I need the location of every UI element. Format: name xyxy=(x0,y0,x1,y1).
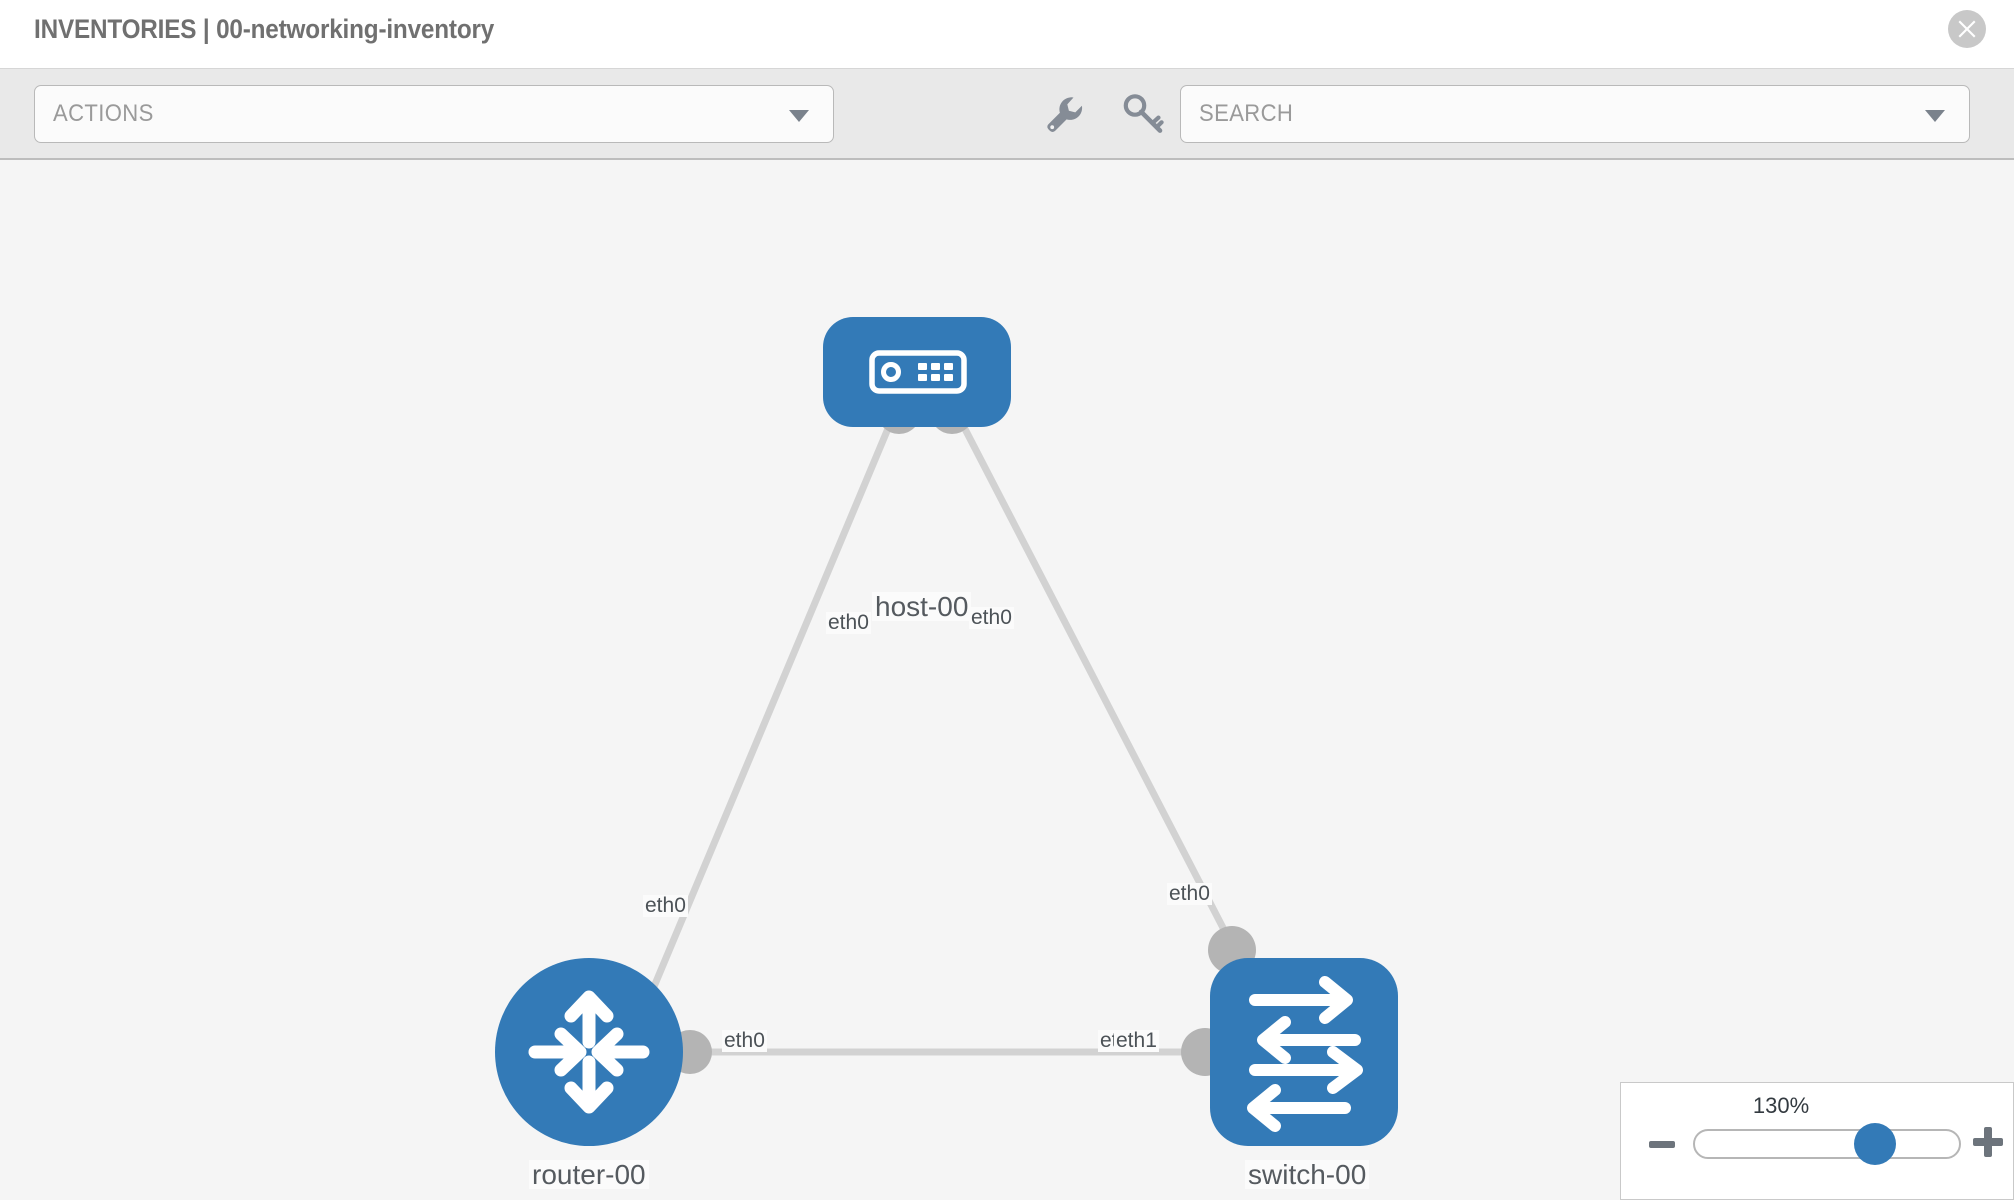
port-layer xyxy=(668,390,1256,1076)
port-label-router-right: eth0 xyxy=(722,1029,767,1053)
key-icon[interactable] xyxy=(1120,91,1166,137)
search-placeholder: SEARCH xyxy=(1199,100,1294,127)
actions-dropdown-label: ACTIONS xyxy=(53,100,154,127)
zoom-slider-thumb[interactable] xyxy=(1854,1123,1896,1165)
toolbar-icon-group xyxy=(1040,91,1166,137)
search-input[interactable]: SEARCH xyxy=(1180,85,1970,143)
chevron-down-icon xyxy=(1925,110,1945,122)
topology-graph xyxy=(495,317,1398,1146)
edge-layer xyxy=(636,398,1254,1056)
node-label-host-00: host-00 xyxy=(872,592,972,621)
actions-dropdown[interactable]: ACTIONS xyxy=(34,85,834,143)
switch-arrows-icon xyxy=(1247,976,1363,1132)
topology-canvas[interactable]: host-00 router-00 switch-00 eth0 eth0 et… xyxy=(0,160,2014,1200)
zoom-control-panel: 130% xyxy=(1620,1082,2014,1200)
port-label-switch-up: eth0 xyxy=(1167,882,1212,906)
port-label-host-left: eth0 xyxy=(826,611,871,635)
node-label-switch-00: switch-00 xyxy=(1245,1160,1370,1189)
router-arrows-icon xyxy=(528,990,650,1114)
page-title: INVENTORIES | 00-networking-inventory xyxy=(34,14,495,44)
close-icon[interactable] xyxy=(1948,10,1986,48)
wrench-icon[interactable] xyxy=(1040,91,1086,137)
server-icon xyxy=(869,350,967,394)
node-switch-00 xyxy=(1210,958,1398,1146)
port-label-host-right: eth0 xyxy=(969,606,1014,630)
plus-icon[interactable] xyxy=(1973,1127,2003,1157)
port-label-switch-left-b: eth1 xyxy=(1114,1029,1159,1053)
edge-host-router xyxy=(636,398,904,1022)
chevron-down-icon xyxy=(789,110,809,122)
zoom-level-label: 130% xyxy=(1752,1093,1810,1118)
zoom-slider-track[interactable] xyxy=(1693,1129,1961,1159)
page-header: INVENTORIES | 00-networking-inventory xyxy=(0,0,2014,68)
node-router-00 xyxy=(495,958,683,1146)
node-label-router-00: router-00 xyxy=(529,1160,649,1189)
node-host-00 xyxy=(823,317,1011,427)
port-label-router-up: eth0 xyxy=(643,894,688,918)
minus-icon[interactable] xyxy=(1649,1141,1675,1148)
toolbar: ACTIONS SEARCH xyxy=(0,68,2014,160)
